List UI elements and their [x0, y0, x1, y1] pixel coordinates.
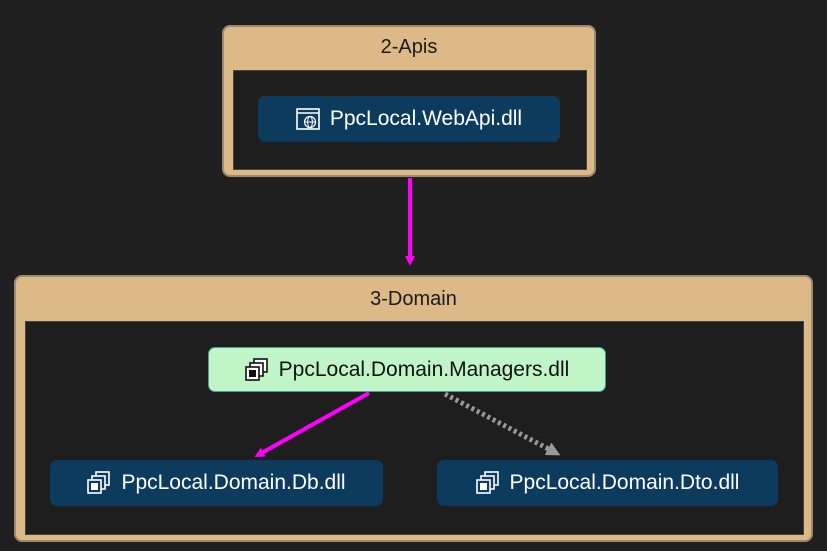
node-managers-label: PpcLocal.Domain.Managers.dll: [278, 357, 570, 381]
node-db-label: PpcLocal.Domain.Db.dll: [121, 471, 346, 494]
node-webapi[interactable]: PpcLocal.WebApi.dll: [258, 96, 560, 142]
web-assembly-icon: [296, 107, 320, 131]
assembly-icon: [475, 471, 500, 495]
assembly-icon: [244, 357, 269, 382]
assembly-icon: [87, 471, 111, 495]
node-webapi-label: PpcLocal.WebApi.dll: [329, 107, 523, 130]
group-domain-title: 3-Domain: [370, 288, 457, 310]
node-dto-label: PpcLocal.Domain.Dto.dll: [509, 471, 740, 494]
node-db[interactable]: PpcLocal.Domain.Db.dll: [50, 460, 383, 506]
group-apis-title: 2-Apis: [380, 36, 438, 58]
node-dto[interactable]: PpcLocal.Domain.Dto.dll: [437, 460, 778, 506]
node-managers[interactable]: PpcLocal.Domain.Managers.dll: [208, 347, 606, 392]
